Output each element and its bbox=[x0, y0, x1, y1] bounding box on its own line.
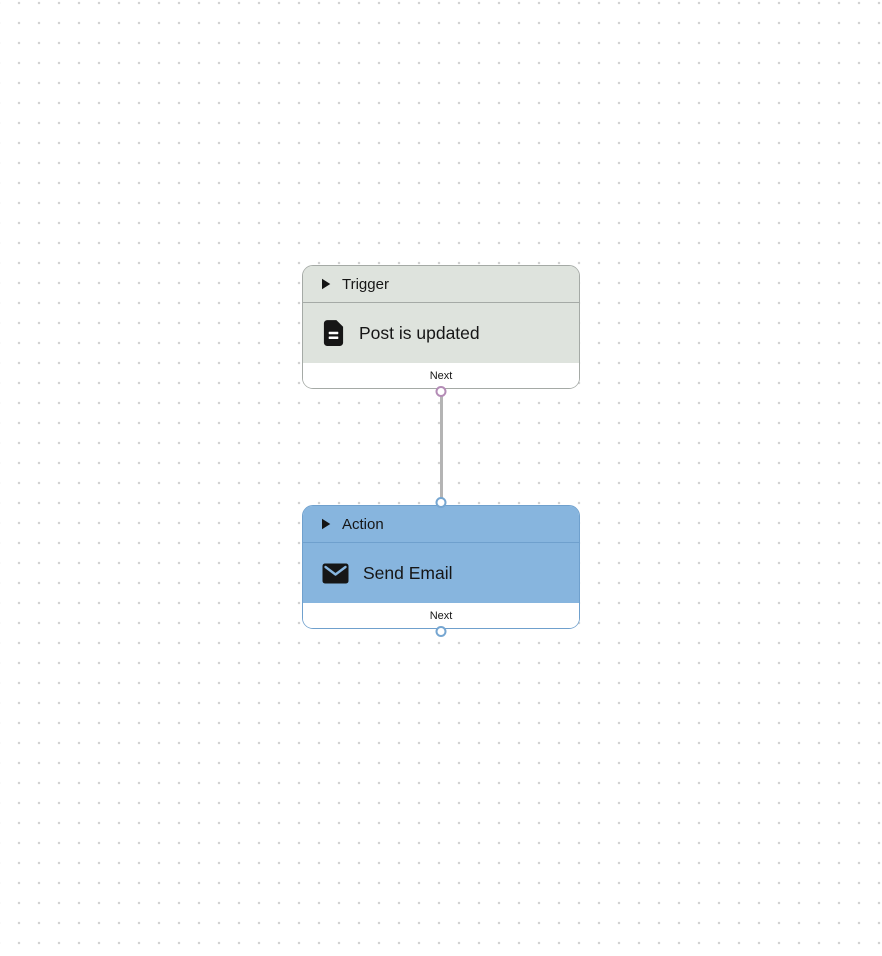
document-icon bbox=[322, 320, 345, 346]
envelope-icon bbox=[322, 563, 349, 584]
action-title: Send Email bbox=[363, 562, 453, 583]
trigger-header[interactable]: Trigger bbox=[303, 266, 579, 303]
triangle-right-icon[interactable] bbox=[321, 518, 331, 530]
trigger-body[interactable]: Post is updated bbox=[303, 303, 579, 363]
action-input-port[interactable] bbox=[435, 497, 447, 508]
action-next-port[interactable] bbox=[435, 626, 447, 637]
action-footer: Next bbox=[303, 603, 579, 628]
action-header-label: Action bbox=[342, 515, 384, 533]
trigger-next-label: Next bbox=[429, 369, 453, 382]
node-trigger[interactable]: Trigger Post is updated Next bbox=[302, 265, 580, 397]
connection-line[interactable] bbox=[439, 394, 443, 507]
trigger-header-label: Trigger bbox=[342, 275, 389, 293]
triangle-right-icon[interactable] bbox=[321, 278, 331, 290]
trigger-footer: Next bbox=[303, 363, 579, 388]
trigger-next-port[interactable] bbox=[435, 386, 447, 397]
trigger-title: Post is updated bbox=[359, 322, 480, 343]
action-body[interactable]: Send Email bbox=[303, 543, 579, 603]
node-action[interactable]: Action Send Email Next bbox=[302, 497, 580, 637]
action-header[interactable]: Action bbox=[303, 506, 579, 543]
action-next-label: Next bbox=[429, 609, 453, 622]
